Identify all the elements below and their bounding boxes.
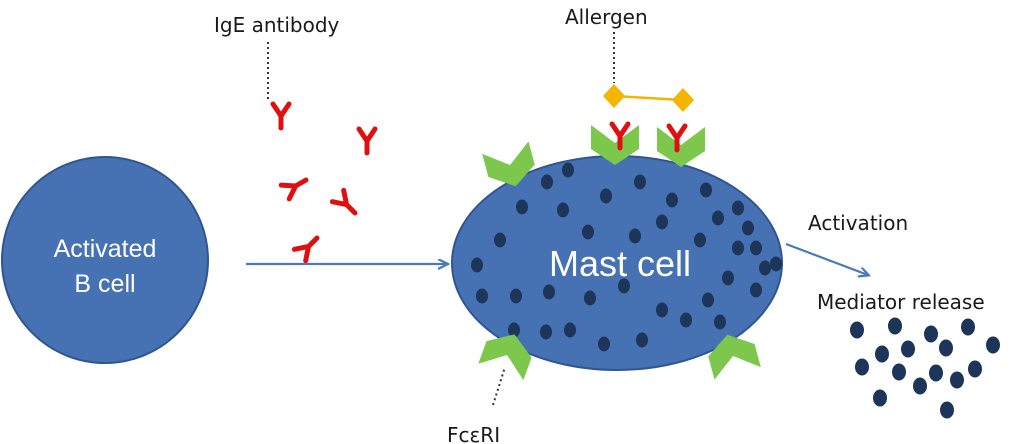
granule bbox=[714, 314, 726, 330]
mediator-granule bbox=[950, 371, 964, 389]
mediator-granule bbox=[924, 325, 938, 343]
mediator-release-label: Mediator release bbox=[817, 290, 985, 314]
granule bbox=[494, 232, 506, 248]
activation-label: Activation bbox=[808, 211, 908, 235]
granule bbox=[516, 199, 528, 215]
mediator-granule bbox=[961, 318, 975, 336]
granule bbox=[712, 210, 724, 226]
granule bbox=[541, 174, 553, 190]
granule bbox=[759, 260, 771, 276]
granule bbox=[732, 240, 744, 256]
granule bbox=[600, 188, 612, 204]
granule bbox=[510, 288, 522, 304]
mediator-granule bbox=[986, 336, 1000, 354]
granule bbox=[750, 282, 762, 298]
activated-b-cell: Activated B cell bbox=[1, 156, 209, 364]
mediator-granule bbox=[850, 321, 864, 339]
mast-cell-granules bbox=[471, 162, 782, 352]
mediator-granule bbox=[875, 345, 889, 363]
released-mediators bbox=[850, 317, 1000, 419]
allergen-diamond-icon bbox=[672, 88, 694, 112]
granule bbox=[598, 336, 610, 352]
fceri-leader-line bbox=[492, 366, 506, 406]
mediator-granule bbox=[913, 377, 927, 395]
activated-b-cell-label-line1: Activated bbox=[54, 235, 157, 263]
granule bbox=[562, 162, 574, 178]
mediator-granule bbox=[940, 401, 954, 419]
granule bbox=[694, 232, 706, 248]
activation-arrow bbox=[785, 242, 868, 275]
granule bbox=[750, 240, 762, 256]
granule bbox=[508, 322, 520, 338]
activated-b-cell-label-line2: B cell bbox=[74, 270, 135, 298]
granule bbox=[732, 200, 744, 216]
granule bbox=[656, 214, 668, 230]
granule bbox=[564, 322, 576, 338]
allergen-diamond-icon bbox=[603, 84, 625, 108]
free-ige-antibodies bbox=[273, 104, 375, 261]
fceri-label: FcεRI bbox=[447, 423, 500, 444]
granule bbox=[770, 256, 782, 272]
y-shaped-antibody-icon bbox=[294, 232, 322, 260]
mediator-granule bbox=[855, 358, 869, 376]
granule bbox=[636, 332, 648, 348]
granule bbox=[540, 324, 552, 340]
granule bbox=[584, 290, 596, 306]
granule bbox=[722, 270, 734, 286]
mediator-granule bbox=[901, 340, 915, 358]
mediator-granule bbox=[929, 364, 943, 382]
allergen bbox=[603, 84, 694, 112]
y-shaped-antibody-icon bbox=[359, 129, 375, 153]
granule bbox=[680, 312, 692, 328]
mediator-granule bbox=[873, 389, 887, 407]
granule bbox=[634, 174, 646, 190]
granule bbox=[557, 202, 569, 218]
granule bbox=[656, 302, 668, 318]
granule bbox=[742, 220, 754, 236]
granule bbox=[471, 257, 483, 273]
mediator-granule bbox=[888, 317, 902, 335]
mediator-granule bbox=[892, 363, 906, 381]
granule bbox=[543, 284, 555, 300]
granule bbox=[629, 228, 641, 244]
mast-cell-label: Mast cell bbox=[549, 243, 691, 284]
ige-antibody-label: IgE antibody bbox=[214, 13, 340, 37]
mediator-granule bbox=[968, 360, 982, 378]
granule bbox=[582, 224, 594, 240]
granule bbox=[702, 292, 714, 308]
allergen-label: Allergen bbox=[565, 5, 648, 29]
granule bbox=[700, 182, 712, 198]
granule bbox=[666, 192, 678, 208]
y-shaped-antibody-icon bbox=[281, 173, 310, 199]
mediator-granule bbox=[939, 339, 953, 357]
granule bbox=[618, 278, 630, 294]
y-shaped-antibody-icon bbox=[332, 190, 360, 218]
granule bbox=[476, 288, 488, 304]
mast-cell: Mast cell bbox=[451, 155, 783, 371]
y-shaped-antibody-icon bbox=[273, 104, 289, 128]
